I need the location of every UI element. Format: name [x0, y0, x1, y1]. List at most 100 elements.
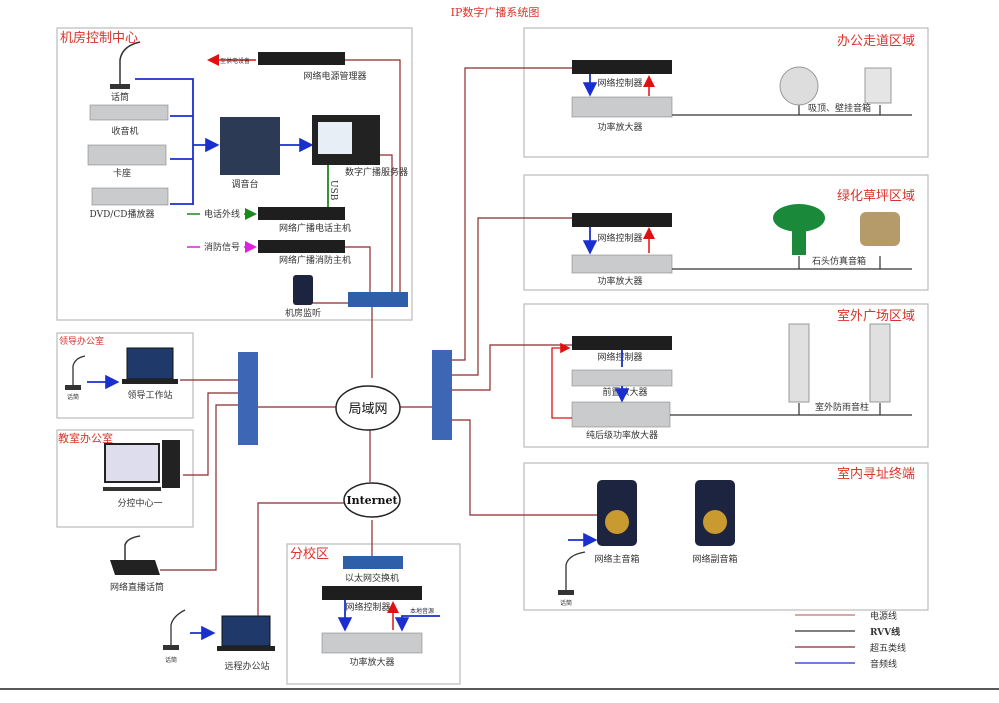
cassette-label: 卡座: [113, 167, 131, 179]
laptop-icon: [217, 615, 275, 651]
main-speaker-label: 网络主音箱: [594, 553, 639, 565]
mic-label: 话筒: [165, 656, 177, 664]
rvv-line: [672, 256, 912, 270]
mic-label: 话筒: [560, 599, 572, 607]
classroom-office-box: [56, 429, 194, 528]
classroom-office-title: 教室办公室: [58, 431, 113, 445]
branch-switch-label: 以太网交换机: [345, 572, 399, 584]
radio-label: 收音机: [111, 125, 138, 137]
zone-indoor-box: [523, 462, 929, 611]
zone-amp: [571, 254, 673, 274]
power-manager-device: [258, 52, 345, 65]
dvd-device: [91, 187, 169, 206]
zone-title: 室内寻址终端: [837, 466, 915, 482]
mic-icon: [558, 551, 586, 595]
power-amp-label: 纯后级功率放大器: [586, 429, 658, 441]
network-mic-label: 网络直播话筒: [110, 581, 164, 593]
zone-amp-label: 功率放大器: [597, 275, 642, 287]
local-source-label: 本地音源: [410, 607, 434, 615]
mic-icon: [163, 609, 186, 650]
speakers-label: 石头仿真音箱: [812, 255, 866, 267]
control-center-title: 机房控制中心: [60, 30, 138, 46]
zone-controller-label: 网络控制器: [597, 232, 642, 244]
internet-cloud-icon: [343, 482, 401, 518]
phone-host-device: [258, 207, 345, 220]
zone-title: 办公走道区域: [837, 34, 915, 49]
pc-label: 分控中心一: [117, 497, 162, 509]
network-line: [257, 406, 434, 616]
zone-controller: [572, 336, 672, 350]
switch-vertical: [238, 352, 258, 445]
phone-host-label: 网络广播电话主机: [279, 222, 351, 234]
mixer-label: 调音台: [231, 178, 258, 190]
server-label: 数字广播服务器: [345, 166, 408, 178]
legend-label: 电源线: [870, 610, 897, 622]
monitor-label: 机房监听: [285, 307, 321, 319]
branch-switch: [343, 556, 403, 569]
dvd-label: DVD/CD播放器: [90, 208, 155, 220]
branch-box: [286, 543, 461, 685]
fire-signal-label: 消防信号: [204, 241, 240, 253]
column-speaker-icon: [788, 323, 810, 403]
diagram-title: IP数字广播系统图: [451, 5, 540, 19]
leader-office-box: [56, 332, 194, 419]
leader-office-title: 领导办公室: [59, 335, 104, 347]
zone-lawn-box: [523, 174, 929, 291]
branch-title: 分校区: [290, 546, 329, 562]
branch-amp: [321, 632, 423, 654]
to-power-label: 至供电设备: [220, 57, 250, 65]
mic-icon: [65, 355, 86, 390]
power-amp: [571, 401, 671, 428]
desktop-pc-icon: [103, 440, 180, 491]
audio-line: [135, 78, 216, 205]
mic-label: 话筒: [111, 91, 129, 103]
rvv-line: [672, 105, 912, 116]
cassette-device: [87, 144, 167, 166]
mic-label: 话筒: [67, 393, 79, 401]
fire-host-label: 网络广播消防主机: [279, 254, 351, 266]
switch-device: [348, 292, 408, 307]
zone-title: 室外广场区域: [837, 308, 915, 324]
control-center-box: [56, 27, 413, 321]
mic-icon: [110, 41, 141, 89]
wall-speaker-icon: [864, 67, 892, 104]
zone-title: 绿化草坪区域: [837, 189, 915, 204]
column-speaker-icon: [869, 323, 891, 403]
phone-line-label: 电话外线: [204, 208, 240, 220]
network-line: [452, 67, 598, 516]
usb-label: USB: [328, 180, 338, 201]
radio-device: [89, 104, 169, 121]
switch-vertical: [432, 350, 452, 440]
legend: 电源线 RVV线 超五类线 音频线: [795, 610, 906, 670]
rock-speaker-icon: [860, 212, 900, 246]
speakers-label: 吸顶、壁挂音箱: [808, 102, 871, 114]
mixer-device: [220, 117, 280, 175]
zone-office-box: [523, 27, 929, 158]
lan-label: 局域网: [348, 402, 387, 417]
branch-amp-label: 功率放大器: [349, 656, 394, 668]
zone-amp: [571, 96, 673, 118]
speakers-label: 室外防雨音柱: [815, 401, 869, 413]
workstation-label: 领导工作站: [127, 389, 172, 401]
power-manager-label: 网络电源管理器: [303, 70, 366, 82]
laptop-icon: [122, 347, 178, 384]
network-line: [160, 379, 240, 571]
branch-controller: [322, 586, 422, 600]
zone-controller-label: 网络控制器: [597, 77, 642, 89]
monitor-speaker-icon: [293, 275, 313, 305]
ceiling-speaker-icon: [779, 66, 819, 106]
sub-speaker-label: 网络副音箱: [692, 553, 737, 565]
legend-label: RVV线: [870, 626, 900, 638]
network-line: [312, 59, 401, 378]
desk-mic-icon: [110, 535, 160, 575]
zone-controller: [572, 60, 672, 74]
remote-laptop-label: 远程办公站: [224, 660, 269, 672]
legend-label: 音频线: [870, 658, 897, 670]
lan-cloud-icon: [335, 385, 401, 431]
legend-label: 超五类线: [870, 642, 906, 654]
zone-amp-label: 功率放大器: [597, 121, 642, 133]
zone-controller: [572, 213, 672, 227]
mushroom-speaker-icon: [773, 204, 825, 255]
preamp: [571, 369, 673, 387]
